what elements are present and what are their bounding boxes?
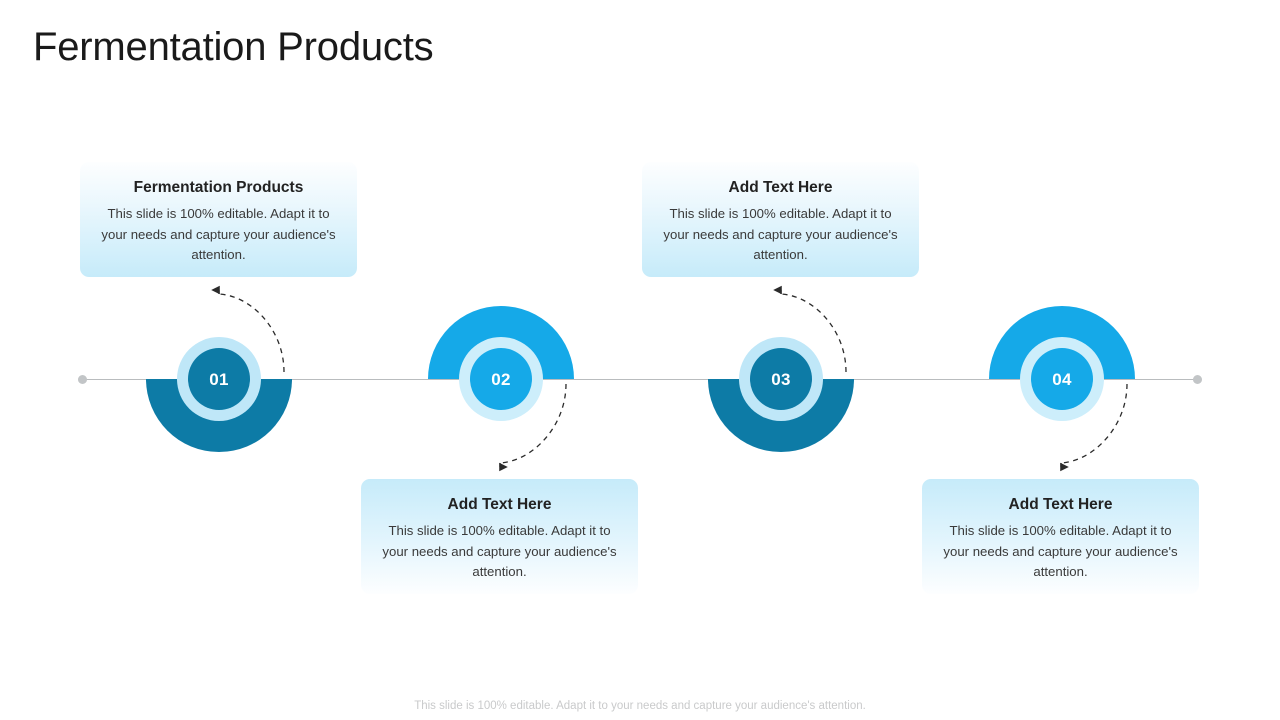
- step-card-1[interactable]: Fermentation Products This slide is 100%…: [80, 162, 357, 277]
- marker-2-disc: 02: [470, 348, 532, 410]
- step-card-4-title: Add Text Here: [1008, 496, 1113, 513]
- timeline-marker-2[interactable]: 02: [428, 306, 574, 452]
- timeline-marker-3[interactable]: 03: [708, 306, 854, 452]
- timeline-marker-1[interactable]: 01: [146, 306, 292, 452]
- step-card-3-title: Add Text Here: [728, 179, 833, 196]
- footer-note: This slide is 100% editable. Adapt it to…: [414, 700, 866, 712]
- marker-4-disc: 04: [1031, 348, 1093, 410]
- marker-1-disc: 01: [188, 348, 250, 410]
- step-card-2-title: Add Text Here: [447, 496, 552, 513]
- step-card-3[interactable]: Add Text Here This slide is 100% editabl…: [642, 162, 919, 277]
- marker-4-number: 04: [1052, 369, 1072, 389]
- timeline-axis-line: [85, 378, 1195, 380]
- axis-endpoint-dot-right: [1193, 374, 1202, 384]
- step-card-1-title: Fermentation Products: [133, 179, 304, 196]
- step-card-4[interactable]: Add Text Here This slide is 100% editabl…: [922, 479, 1199, 594]
- timeline-axis: [78, 374, 1202, 384]
- marker-1-number: 01: [209, 369, 229, 389]
- step-card-2-body: This slide is 100% editable. Adapt it to…: [382, 523, 617, 579]
- marker-3-disc: 03: [750, 348, 812, 410]
- step-card-1-body: This slide is 100% editable. Adapt it to…: [101, 206, 336, 262]
- step-card-2[interactable]: Add Text Here This slide is 100% editabl…: [361, 479, 638, 594]
- step-card-3-body: This slide is 100% editable. Adapt it to…: [663, 206, 898, 262]
- page-title: Fermentation Products: [33, 25, 434, 69]
- marker-2-number: 02: [491, 369, 511, 389]
- step-card-4-body: This slide is 100% editable. Adapt it to…: [943, 523, 1178, 579]
- timeline-marker-4[interactable]: 04: [989, 306, 1135, 452]
- axis-endpoint-dot-left: [78, 374, 87, 384]
- marker-3-number: 03: [771, 369, 791, 389]
